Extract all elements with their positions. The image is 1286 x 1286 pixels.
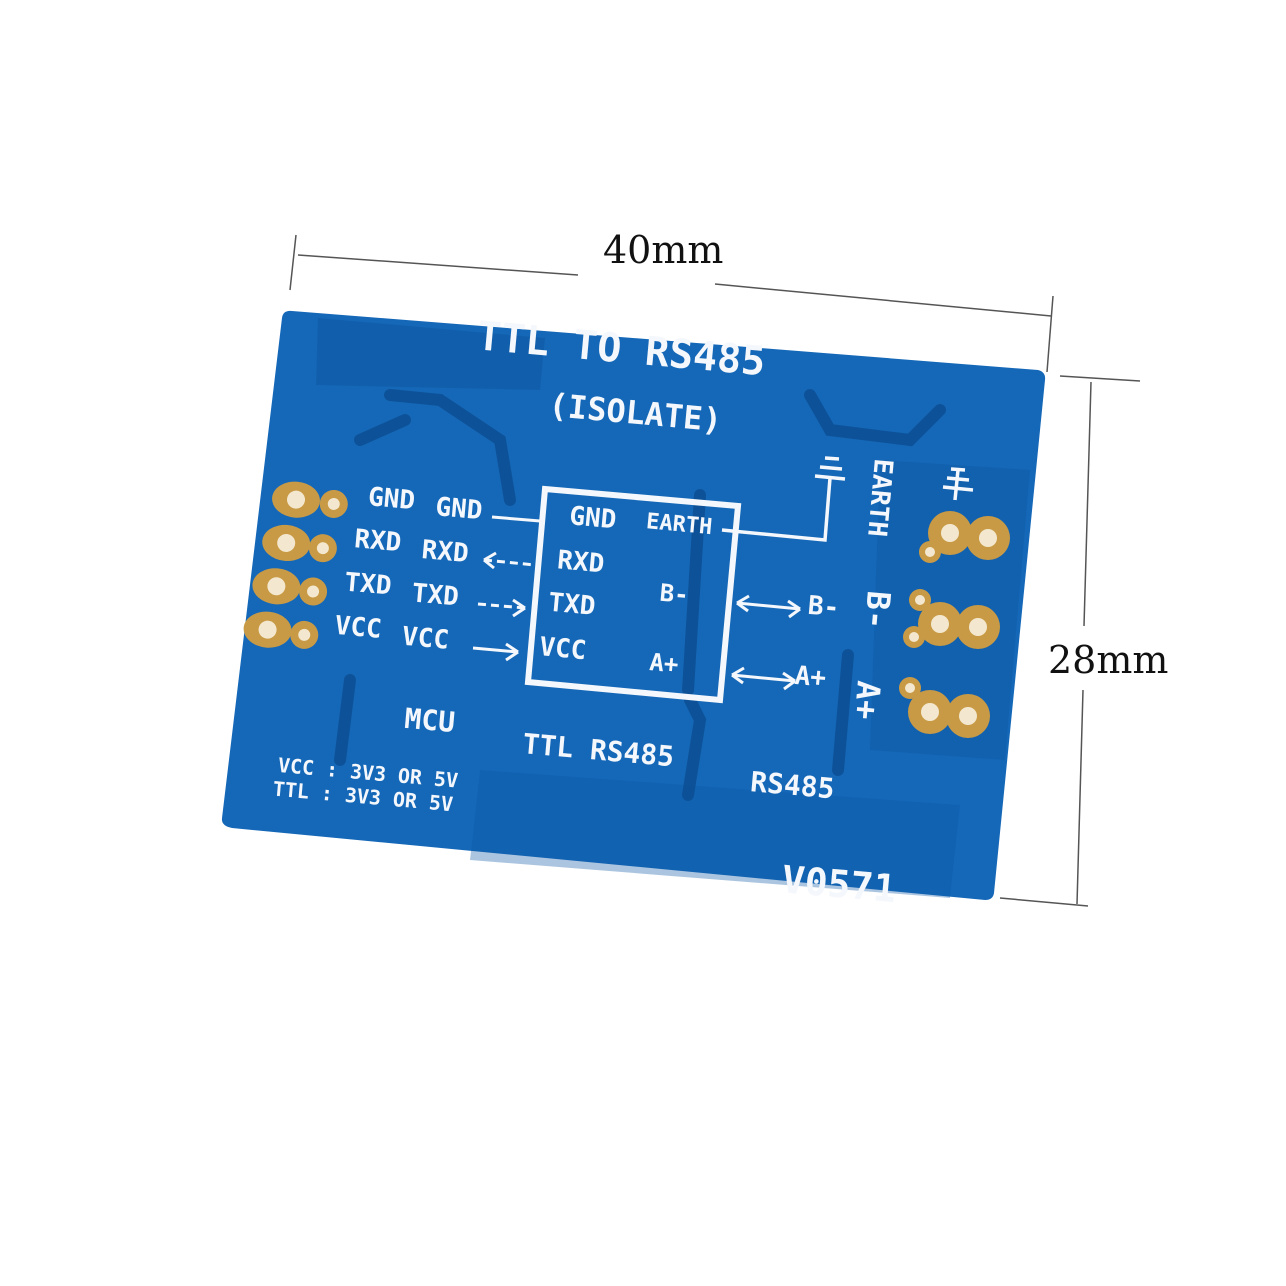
section-label-mcu: MCU	[403, 702, 456, 739]
chip-label-vcc: VCC	[538, 632, 587, 666]
chip-label-gnd: GND	[568, 501, 617, 535]
left-signal-arrows	[472, 515, 541, 662]
terminal-pads	[899, 511, 1010, 738]
terminal-label-a: A+	[847, 679, 888, 721]
chip-label-rxd: RXD	[556, 545, 605, 579]
width-dimension-line	[289, 234, 1054, 373]
pin-label-txd-inner: TXD	[411, 578, 460, 612]
terminal-label-earth: EARTH	[861, 457, 898, 538]
width-dimension-label: 40mm	[603, 228, 724, 272]
height-dimension-line	[999, 375, 1141, 907]
chip-label-txd: TXD	[547, 588, 596, 622]
pin-label-rxd-inner: RXD	[420, 535, 469, 569]
chip-label-earth: EARTH	[645, 509, 713, 540]
pin-label-gnd-inner: GND	[434, 492, 483, 526]
isolator-chip-outline	[524, 485, 742, 704]
board-version: V0571	[780, 857, 898, 911]
pin-label-vcc-outer: VCC	[334, 611, 383, 645]
pin-label-vcc-inner: VCC	[401, 622, 450, 656]
chip-label-a: A+	[648, 648, 679, 679]
rs485-label-a: A+	[793, 661, 827, 694]
ground-symbol-icon	[942, 467, 974, 501]
rs485-label-b: B-	[807, 591, 841, 624]
chip-label-b: B-	[659, 579, 690, 610]
pin-label-txd-outer: TXD	[343, 568, 392, 602]
pin-label-rxd-outer: RXD	[353, 524, 402, 558]
pin-label-gnd-outer: GND	[367, 482, 416, 516]
terminal-label-b: B-	[857, 589, 898, 631]
rs485-bidirectional-arrows	[731, 594, 801, 691]
height-dimension-label: 28mm	[1048, 638, 1169, 682]
earth-connection	[721, 456, 846, 542]
left-header-pads	[243, 481, 348, 649]
section-label-rs485: RS485	[749, 765, 836, 805]
